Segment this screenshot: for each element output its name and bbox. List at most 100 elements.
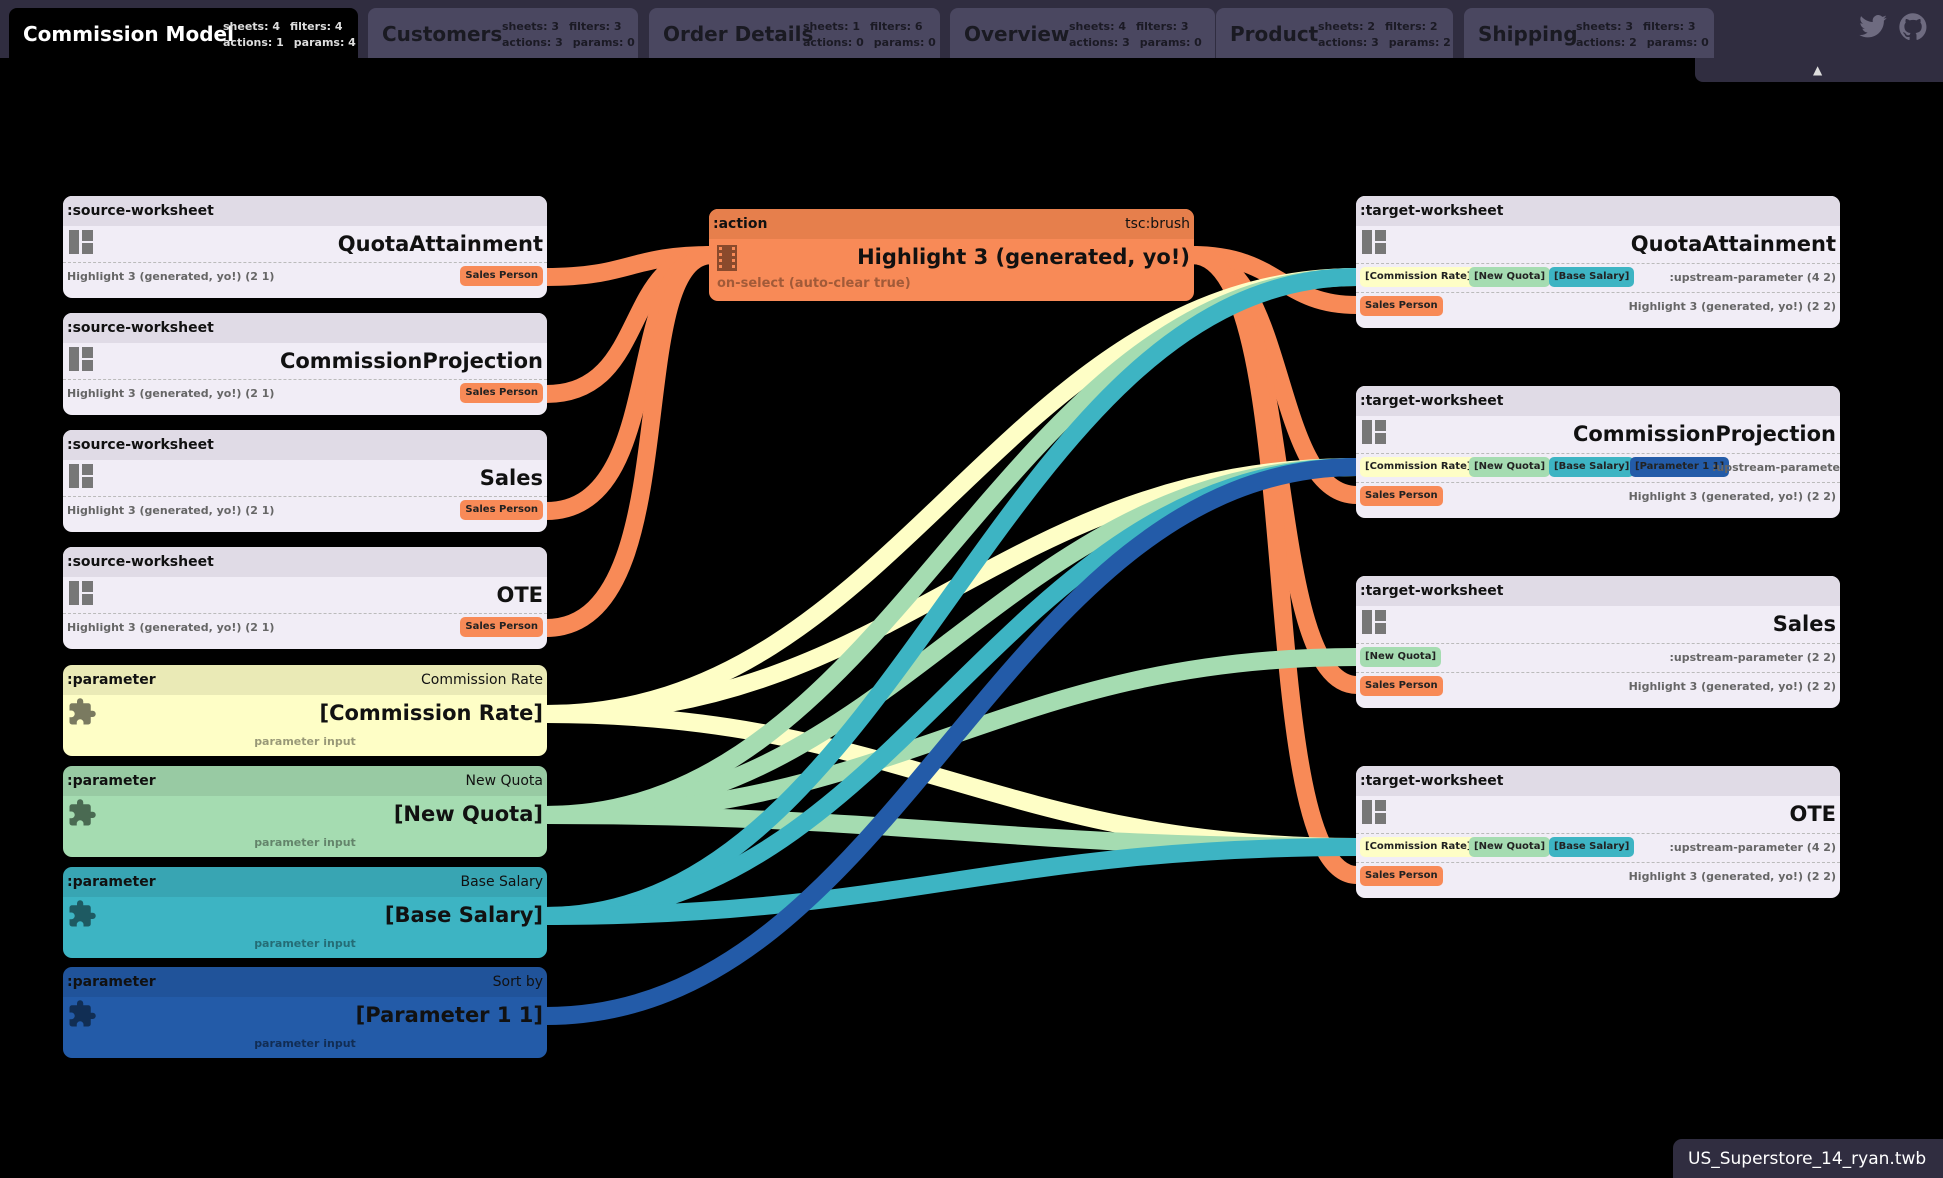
param-pill: [Commission Rate] bbox=[1360, 267, 1477, 287]
tab-params-count: params: 0 bbox=[1646, 36, 1709, 49]
parameter-caption: Base Salary bbox=[460, 874, 543, 890]
parameter-caption: New Quota bbox=[465, 773, 543, 789]
tab-stats: sheets: 3 filters: 3 actions: 3 params: 0 bbox=[502, 19, 635, 51]
tab-customers[interactable]: Customers sheets: 3 filters: 3 actions: 3… bbox=[368, 8, 638, 58]
parameter-title: [New Quota] bbox=[393, 802, 543, 826]
card-header: :parameter New Quota bbox=[63, 766, 547, 796]
action-row-label: Highlight 3 (generated, yo!) (2 1) bbox=[67, 387, 275, 400]
card-header-label: :parameter bbox=[67, 974, 156, 990]
card-header: :target-worksheet bbox=[1356, 576, 1840, 606]
parameter-subtitle: parameter input bbox=[254, 937, 356, 950]
tab-filters-count: filters: 2 bbox=[1385, 20, 1438, 33]
puzzle-icon bbox=[69, 1000, 96, 1027]
action-row: Highlight 3 (generated, yo!) (2 1)Sales … bbox=[63, 496, 547, 525]
card-header: :parameter Base Salary bbox=[63, 867, 547, 897]
dashboard-icon bbox=[1362, 420, 1386, 444]
tab-label: Commission Model bbox=[23, 22, 234, 46]
tab-sheets-count: sheets: 3 bbox=[502, 20, 559, 33]
link-base-salary-quotaattainment bbox=[537, 268, 1366, 925]
film-icon bbox=[717, 245, 737, 271]
tab-filters-count: filters: 3 bbox=[569, 20, 622, 33]
worksheet-title: Sales bbox=[479, 466, 543, 490]
tab-actions-count: actions: 2 bbox=[1576, 36, 1637, 49]
field-pill: Sales Person bbox=[460, 383, 543, 403]
tab-sheets-count: sheets: 4 bbox=[223, 20, 280, 33]
action-row: Sales Person Highlight 3 (generated, yo!… bbox=[1356, 862, 1840, 891]
card-header: :target-worksheet bbox=[1356, 386, 1840, 416]
card-header-label: :parameter bbox=[67, 874, 156, 890]
worksheet-title: CommissionProjection bbox=[279, 349, 543, 373]
target-worksheet-card[interactable]: :target-worksheet QuotaAttainment [Commi… bbox=[1356, 196, 1840, 328]
target-worksheet-card[interactable]: :target-worksheet Sales [New Quota] :ups… bbox=[1356, 576, 1840, 708]
upstream-parameter-row: [Commission Rate] [New Quota] [Base Sala… bbox=[1356, 833, 1840, 862]
tab-actions-count: actions: 3 bbox=[1318, 36, 1379, 49]
source-worksheet-card[interactable]: :source-worksheet CommissionProjection H… bbox=[63, 313, 547, 415]
card-header-label: :parameter bbox=[67, 773, 156, 789]
dashboard-icon bbox=[69, 581, 93, 605]
collapse-toggle[interactable]: ▲ bbox=[1695, 58, 1943, 82]
card-header: :target-worksheet bbox=[1356, 766, 1840, 796]
worksheet-title: QuotaAttainment bbox=[1630, 232, 1836, 256]
source-worksheet-card[interactable]: :source-worksheet Sales Highlight 3 (gen… bbox=[63, 430, 547, 532]
github-icon[interactable] bbox=[1898, 12, 1928, 42]
puzzle-icon bbox=[69, 799, 96, 826]
dashboard-icon bbox=[69, 347, 93, 371]
param-pill: [Parameter 1 1] bbox=[1630, 457, 1730, 477]
tab-label: Order Details bbox=[663, 22, 814, 46]
chevron-up-icon: ▲ bbox=[1813, 63, 1823, 77]
action-row-label: Highlight 3 (generated, yo!) (2 2) bbox=[1628, 680, 1836, 693]
tab-params-count: params: 0 bbox=[572, 36, 635, 49]
tab-sheets-count: sheets: 3 bbox=[1576, 20, 1633, 33]
worksheet-title: CommissionProjection bbox=[1572, 422, 1836, 446]
parameter-subtitle: parameter input bbox=[254, 735, 356, 748]
target-worksheet-card[interactable]: :target-worksheet CommissionProjection [… bbox=[1356, 386, 1840, 518]
dashboard-icon bbox=[1362, 800, 1386, 824]
param-pill: [Base Salary] bbox=[1549, 457, 1635, 477]
workbook-filename: US_Superstore_14_ryan.twb bbox=[1673, 1139, 1943, 1178]
worksheet-title: Sales bbox=[1772, 612, 1836, 636]
upstream-parameter-row: [New Quota] :upstream-parameter (2 2) bbox=[1356, 643, 1840, 672]
param-pill: [New Quota] bbox=[1469, 457, 1551, 477]
card-header: :source-worksheet bbox=[63, 196, 547, 226]
upstream-parameter-row: [Commission Rate] [New Quota] [Base Sala… bbox=[1356, 263, 1840, 292]
tab-params-count: params: 0 bbox=[1139, 36, 1202, 49]
card-header: :target-worksheet bbox=[1356, 196, 1840, 226]
action-row: Highlight 3 (generated, yo!) (2 1) Sales … bbox=[63, 379, 547, 408]
card-header: :source-worksheet bbox=[63, 547, 547, 577]
tab-label: Customers bbox=[382, 22, 503, 46]
source-worksheet-card[interactable]: :source-worksheet QuotaAttainment Highli… bbox=[63, 196, 547, 298]
source-worksheet-card[interactable]: :source-worksheet OTE Highlight 3 (gener… bbox=[63, 547, 547, 649]
param-pill: [Base Salary] bbox=[1549, 267, 1635, 287]
action-row: Sales Person Highlight 3 (generated, yo!… bbox=[1356, 292, 1840, 321]
tab-actions-count: actions: 3 bbox=[502, 36, 563, 49]
puzzle-icon bbox=[69, 698, 96, 725]
action-row-label: Highlight 3 (generated, yo!) (2 1) bbox=[67, 270, 275, 283]
tab-filters-count: filters: 3 bbox=[1643, 20, 1696, 33]
link-base-salary-ote bbox=[537, 838, 1366, 925]
link-parameter11-commissionprojection bbox=[537, 458, 1366, 1025]
action-row-label: Highlight 3 (generated, yo!) (2 1) bbox=[67, 621, 275, 634]
twitter-icon[interactable] bbox=[1858, 12, 1888, 42]
field-pill: Sales Person bbox=[1360, 676, 1443, 696]
param-pill: [Commission Rate] bbox=[1360, 837, 1477, 857]
param-pill: [New Quota] bbox=[1469, 837, 1551, 857]
target-worksheet-card[interactable]: :target-worksheet OTE [Commission Rate] … bbox=[1356, 766, 1840, 898]
upstream-parameter-row: [Commission Rate] [New Quota] [Base Sala… bbox=[1356, 453, 1840, 482]
action-row-label: Highlight 3 (generated, yo!) (2 2) bbox=[1628, 490, 1836, 503]
